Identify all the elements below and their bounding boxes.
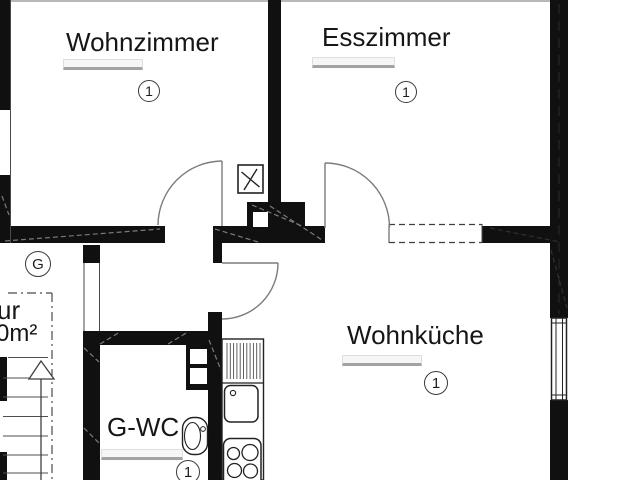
area-boundary-dashdot: [8, 292, 53, 480]
wall-left-top: [0, 0, 10, 110]
window-right: [550, 317, 568, 401]
wall-gwc-top: [96, 331, 222, 345]
room-label-esszimmer: Esszimmer: [322, 22, 451, 52]
room-label-wohnkueche: Wohnküche: [347, 320, 484, 350]
room-label-underbar-wohnzimmer: [63, 59, 143, 70]
room-badge-wohnkueche-number: 1: [431, 374, 441, 392]
walls: [0, 0, 568, 480]
level-marker-letter: G: [32, 255, 44, 273]
cropped-area-fragment: 0m²: [0, 320, 38, 347]
room-badge-g-wc: 1: [176, 460, 200, 480]
wall-left-bottom: [0, 452, 7, 480]
door-esszimmer: [324, 162, 391, 228]
wall-right-upper: [550, 0, 568, 318]
kitchen-sink: [223, 384, 259, 423]
room-label-underbar-g-wc: [101, 449, 183, 460]
duct-opening-1: [190, 349, 207, 364]
wall-hatch-marks: [1, 4, 568, 444]
wall-kitchen-left: [208, 312, 222, 480]
wall-hall-top-left: [0, 226, 165, 243]
room-badge-wohnzimmer-number: 1: [145, 83, 153, 99]
cropped-room-name-fragment: ur: [0, 295, 21, 325]
wall-esszimmer-south-right: [482, 226, 568, 243]
wall-divider-wohnzimmer-esszimmer: [268, 0, 281, 205]
wall-opening-dashed: [389, 223, 482, 244]
room-badge-esszimmer-number: 1: [402, 84, 410, 100]
room-label-wohnzimmer: Wohnzimmer: [66, 27, 219, 57]
wall-left-lower: [0, 357, 7, 401]
junction-shaft-opening: [253, 212, 268, 227]
doors: [157, 160, 391, 320]
wall-left-mid: [0, 175, 10, 243]
room-label-g-wc: G-WC: [107, 412, 180, 442]
duct-opening-2: [190, 368, 207, 384]
door-wohnzimmer: [157, 160, 223, 226]
room-badge-g-wc-number: 1: [183, 463, 193, 480]
ventilation-shaft-symbol: [237, 164, 264, 194]
wall-hall-top-mid: [213, 226, 325, 243]
thin-lines: [10, 0, 483, 331]
wall-gwc-left: [83, 331, 100, 480]
room-badge-wohnzimmer: 1: [138, 80, 160, 102]
stairs-direction-arrow: [27, 359, 56, 380]
wall-gwc-left-upper: [83, 245, 100, 263]
toilet: [181, 416, 209, 456]
kitchen-unit: [221, 338, 265, 480]
kitchen-stove: [222, 437, 262, 480]
room-badge-esszimmer: 1: [395, 81, 417, 103]
level-marker: G: [25, 251, 51, 277]
room-badge-wohnkueche: 1: [424, 371, 448, 395]
room-label-underbar-wohnkueche: [342, 355, 422, 366]
kitchen-drainboard: [222, 343, 264, 384]
stairs: [3, 357, 56, 480]
room-label-underbar-esszimmer: [312, 57, 395, 68]
door-wohnkueche: [221, 262, 279, 320]
wall-stub-corridor: [213, 243, 222, 263]
wall-right-lower: [550, 400, 568, 480]
